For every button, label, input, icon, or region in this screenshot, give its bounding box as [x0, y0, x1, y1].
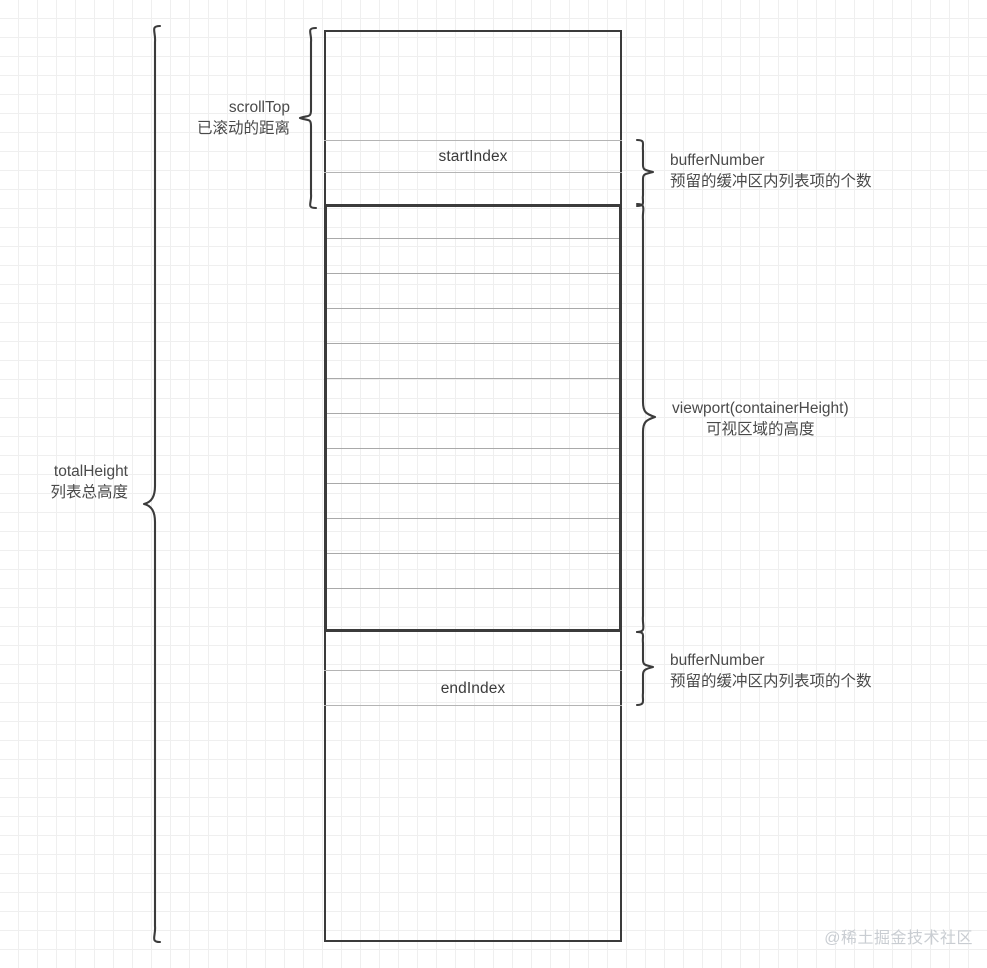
scroll-top-name: scrollTop [228, 99, 290, 116]
row-separator [324, 670, 622, 671]
row-separator [324, 172, 622, 173]
viewport-name: viewport(containerHeight) [672, 400, 849, 417]
viewport-row-separator [327, 308, 619, 309]
start-index-row-label: startIndex [438, 148, 508, 165]
row-separator [324, 705, 622, 706]
viewport-row-separator [327, 518, 619, 519]
scroll-top-brace [298, 26, 318, 210]
viewport-row-separator [327, 343, 619, 344]
total-height-annotation: totalHeight 列表总高度 [0, 461, 128, 503]
buffer-top-desc: 预留的缓冲区内列表项的个数 [670, 173, 872, 190]
buffer-bottom-brace [635, 630, 655, 707]
viewport-row-separator [327, 588, 619, 589]
viewport-row-separator [327, 238, 619, 239]
buffer-top-annotation: bufferNumber 预留的缓冲区内列表项的个数 [670, 150, 872, 192]
watermark: @稀土掘金技术社区 [824, 930, 973, 947]
buffer-top-name: bufferNumber [670, 152, 765, 169]
viewport-row-separator [327, 273, 619, 274]
buffer-bottom-desc: 预留的缓冲区内列表项的个数 [670, 673, 872, 690]
buffer-top-brace [635, 138, 655, 208]
end-index-row-label: endIndex [440, 680, 506, 697]
total-height-desc: 列表总高度 [50, 484, 128, 501]
viewport-row-separator [327, 413, 619, 414]
total-height-name: totalHeight [53, 463, 128, 480]
row-separator [324, 140, 622, 141]
total-height-brace [142, 24, 162, 944]
viewport-row-separator [327, 553, 619, 554]
viewport-annotation: viewport(containerHeight) 可视区域的高度 [672, 398, 849, 440]
viewport-row-separator [327, 483, 619, 484]
viewport-row-separator [327, 448, 619, 449]
viewport-desc: 可视区域的高度 [706, 421, 815, 438]
scroll-top-annotation: scrollTop 已滚动的距离 [60, 97, 290, 139]
viewport-row-separator [327, 378, 619, 379]
buffer-bottom-name: bufferNumber [670, 652, 765, 669]
buffer-bottom-annotation: bufferNumber 预留的缓冲区内列表项的个数 [670, 650, 872, 692]
scroll-top-desc: 已滚动的距离 [196, 120, 290, 137]
viewport-brace [635, 202, 657, 634]
viewport-box [324, 204, 622, 632]
